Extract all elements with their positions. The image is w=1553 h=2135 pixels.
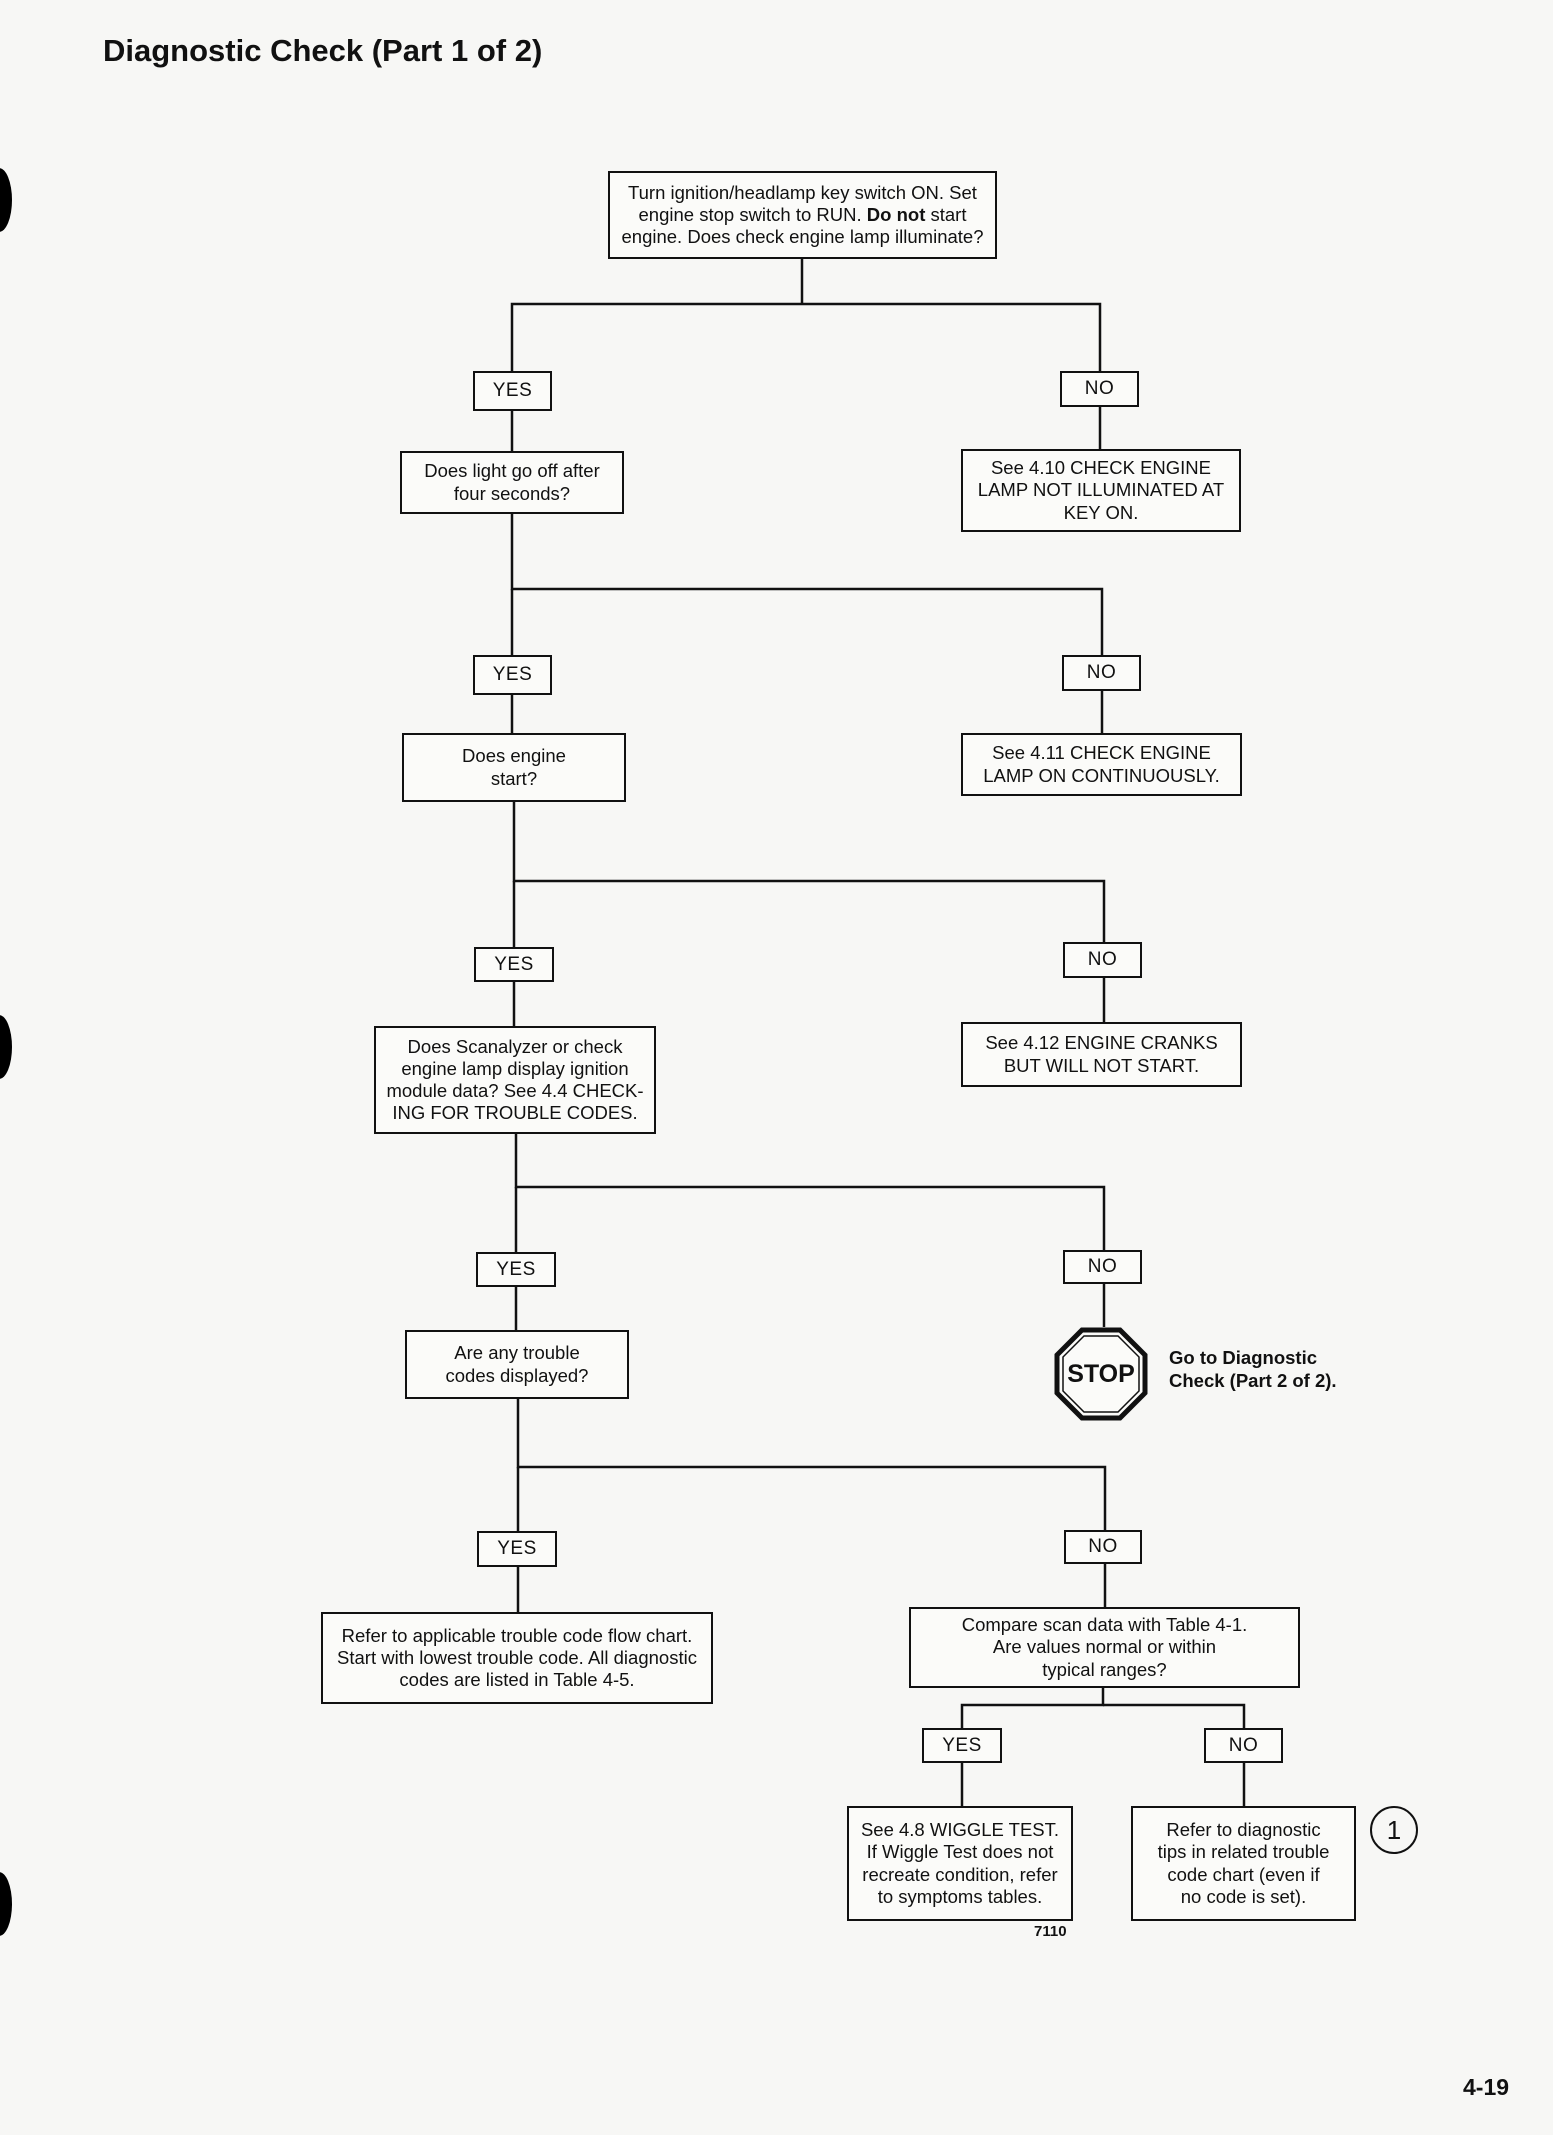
question-trouble-codes-box: Are any trouble codes displayed? xyxy=(405,1330,629,1399)
start-box: Turn ignition/headlamp key switch ON. Se… xyxy=(608,171,997,259)
stop-label: STOP xyxy=(1067,1359,1135,1388)
no-label-2: NO xyxy=(1062,655,1141,691)
answer-lamp-not-illuminated-box: See 4.10 CHECK ENGINE LAMP NOT ILLUMINAT… xyxy=(961,449,1241,532)
figure-number: 7110 xyxy=(1034,1923,1067,1940)
reference-circle: 1 xyxy=(1370,1806,1418,1854)
binder-hole-bottom xyxy=(0,1872,12,1936)
answer-refer-flow-chart-box: Refer to applicable trouble code flow ch… xyxy=(321,1612,713,1704)
answer-wiggle-test-box: See 4.8 WIGGLE TEST. If Wiggle Test does… xyxy=(847,1806,1073,1921)
question-light-off-box: Does light go off after four seconds? xyxy=(400,451,624,514)
stop-sign: STOP xyxy=(1054,1327,1148,1421)
no-label-1: NO xyxy=(1060,371,1139,407)
page-title: Diagnostic Check (Part 1 of 2) xyxy=(103,33,543,68)
yes-label-4: YES xyxy=(476,1252,556,1287)
no-label-6: NO xyxy=(1204,1728,1283,1763)
binder-hole-top xyxy=(0,168,12,232)
answer-diagnostic-tips-box: Refer to diagnostic tips in related trou… xyxy=(1131,1806,1356,1921)
answer-lamp-on-continuously-box: See 4.11 CHECK ENGINE LAMP ON CONTINUOUS… xyxy=(961,733,1242,796)
yes-label-6: YES xyxy=(922,1728,1002,1763)
stop-note: Go to Diagnostic Check (Part 2 of 2). xyxy=(1169,1347,1337,1391)
question-scanalyzer-box: Does Scanalyzer or check engine lamp dis… xyxy=(374,1026,656,1134)
answer-engine-cranks-box: See 4.12 ENGINE CRANKS BUT WILL NOT STAR… xyxy=(961,1022,1242,1087)
stop-octagon-icon xyxy=(1054,1327,1148,1421)
page-number: 4-19 xyxy=(1463,2074,1510,2100)
question-compare-scan-data-box: Compare scan data with Table 4-1. Are va… xyxy=(909,1607,1300,1688)
no-label-5: NO xyxy=(1064,1530,1142,1564)
yes-label-2: YES xyxy=(473,655,552,695)
no-label-3: NO xyxy=(1063,942,1142,978)
yes-label-3: YES xyxy=(474,947,554,982)
binder-hole-middle xyxy=(0,1015,12,1079)
question-engine-start-box: Does engine start? xyxy=(402,733,626,802)
yes-label-5: YES xyxy=(477,1531,557,1567)
yes-label-1: YES xyxy=(473,371,552,411)
no-label-4: NO xyxy=(1063,1250,1142,1284)
